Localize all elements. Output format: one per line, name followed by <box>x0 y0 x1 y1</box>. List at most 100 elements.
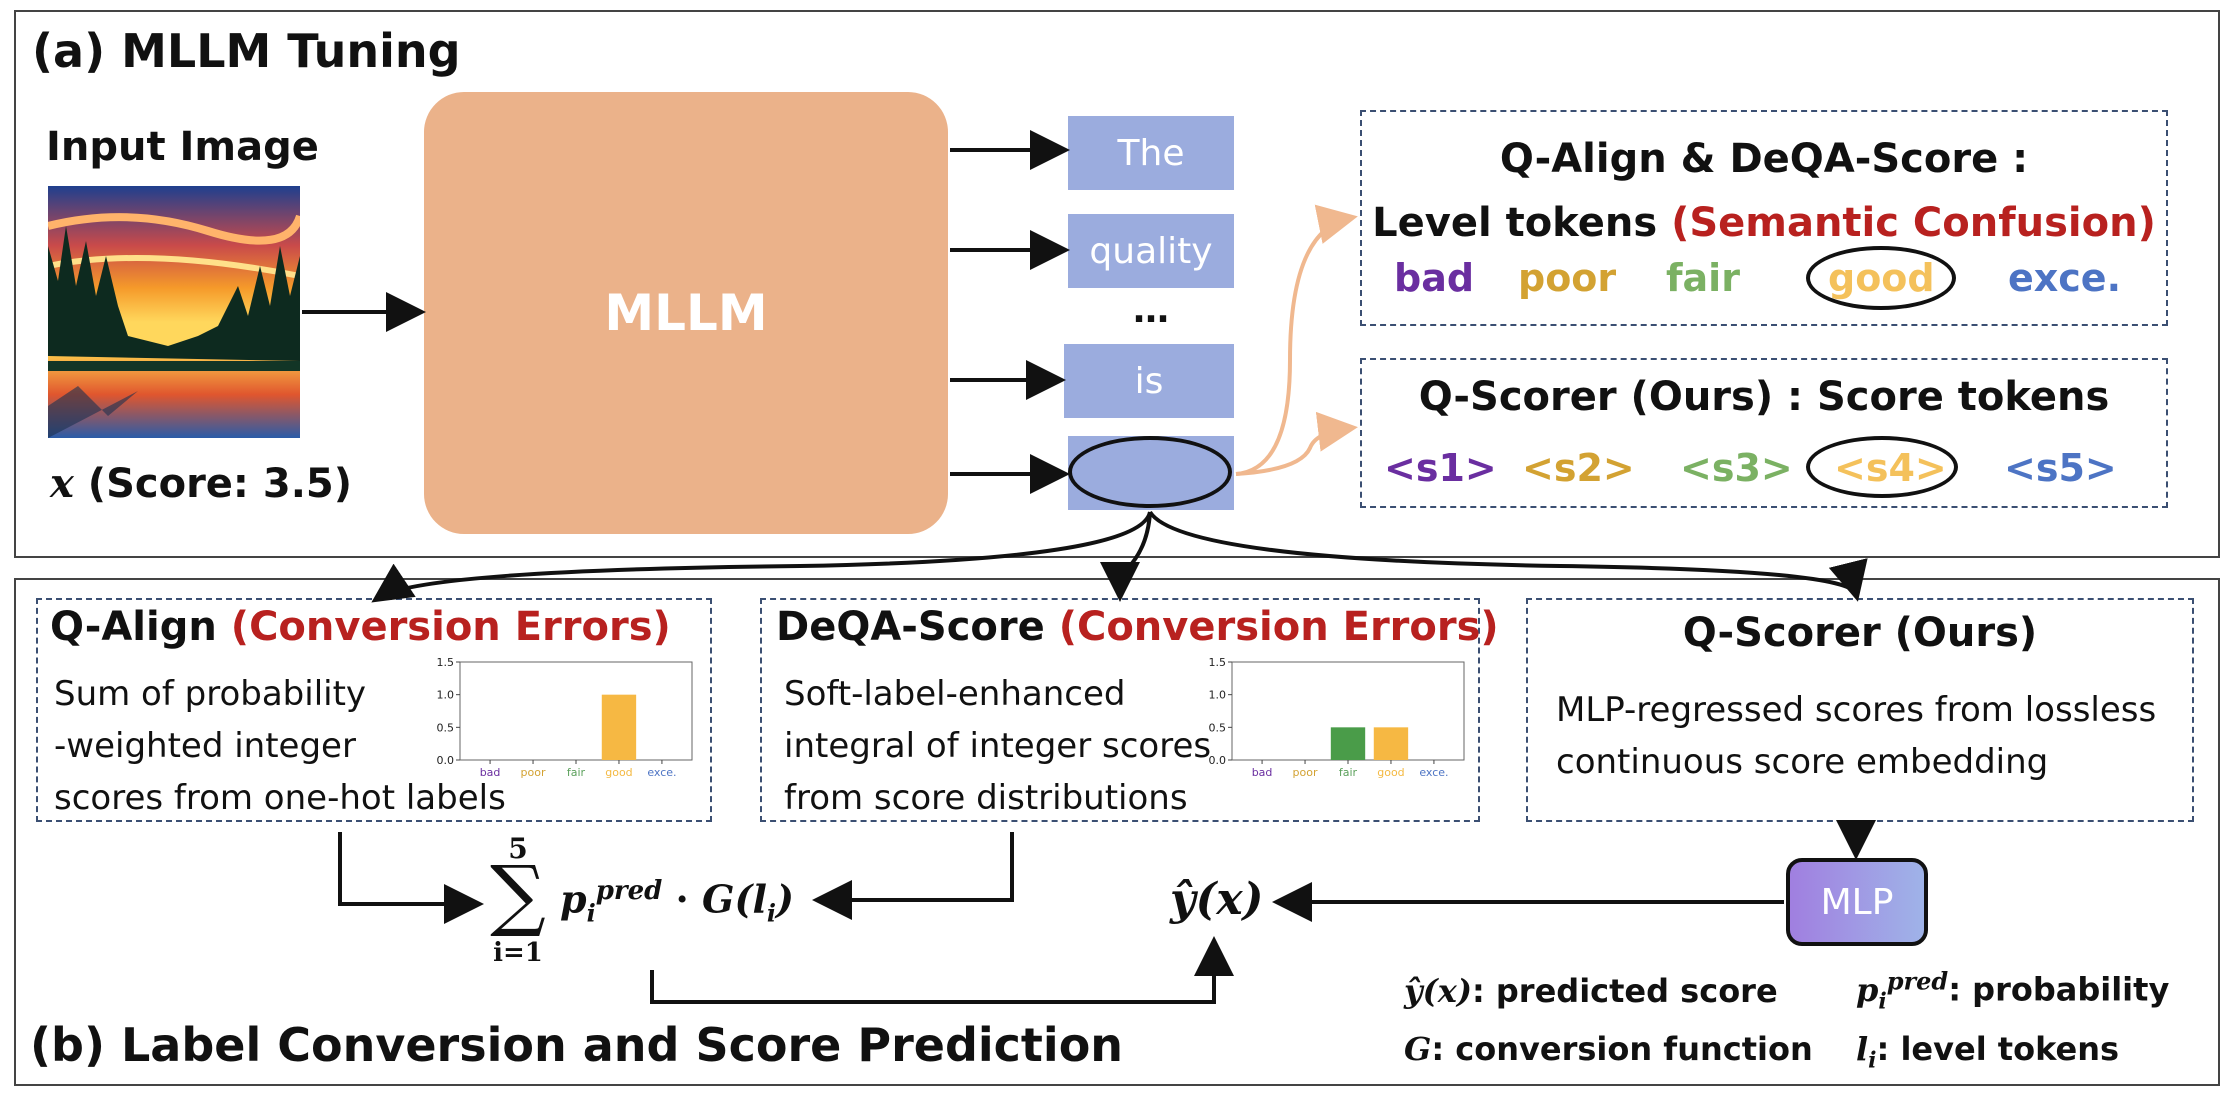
arrow-deqa-to-sum <box>812 832 1014 920</box>
arrow-qalign-to-sum <box>338 832 484 924</box>
y-tick-label: 1.0 <box>1209 689 1227 702</box>
dot-operator: · <box>675 876 689 922</box>
x-tick-label-exce: exce. <box>1419 766 1448 779</box>
y-tick-label: 1.5 <box>437 656 455 669</box>
legend-predicted: ŷ(x): predicted score <box>1404 972 1778 1010</box>
qalign-line-2: -weighted integer <box>54 726 356 766</box>
qscorer-desc: MLP-regressed scores from lossless conti… <box>1556 684 2156 788</box>
mllm-label: MLLM <box>604 284 768 342</box>
score-s4-ellipse <box>1806 436 1958 498</box>
x-tick-label-fair: fair <box>1339 766 1358 779</box>
mllm-block: MLLM <box>424 92 948 534</box>
qscorer-line-1: MLP-regressed scores from lossless <box>1556 690 2157 730</box>
score-tokens-box <box>1360 358 2168 508</box>
deqa-desc: Soft-label-enhanced integral of integer … <box>784 668 1211 824</box>
level-subscript: i <box>766 898 777 928</box>
qalign-name: Q-Align <box>50 604 217 650</box>
arrow-sum-to-pred <box>650 936 1234 1004</box>
conversion-function: G(l <box>702 876 767 922</box>
prob-subscript: i <box>586 898 596 928</box>
legend-level-text: : level tokens <box>1876 1030 2120 1068</box>
arrow-token-to-qalign <box>371 511 1152 603</box>
sum-upper-limit: 5 <box>508 832 528 865</box>
token-the: The <box>1068 116 1234 190</box>
x-tick-label-exce: exce. <box>647 766 676 779</box>
y-tick-label: 1.5 <box>1209 656 1227 669</box>
level-good-ellipse <box>1806 246 1956 310</box>
sum-symbol: ∑ <box>490 850 546 940</box>
input-image <box>48 186 300 438</box>
score-token-s5: <s5> <box>2004 446 2117 490</box>
y-tick-label: 0.5 <box>1209 721 1227 734</box>
y-tick-label: 0.0 <box>1209 754 1227 767</box>
input-score-var: x <box>50 460 74 507</box>
token-ellipsis: … <box>1133 290 1169 331</box>
qalign-desc: Sum of probability -weighted integer sco… <box>54 668 506 824</box>
bar-good <box>1373 727 1409 760</box>
deqa-line-3: from score distributions <box>784 778 1188 818</box>
input-image-label: Input Image <box>46 124 319 170</box>
x-tick-label-poor: poor <box>521 766 546 779</box>
score-box-title: Q-Scorer (Ours) : Score tokens <box>1418 374 2110 420</box>
qalign-line-1: Sum of probability <box>54 674 367 714</box>
level-tokens-box <box>1360 110 2168 326</box>
conversion-close: ) <box>776 876 794 922</box>
x-tick-label-poor: poor <box>1293 766 1318 779</box>
token-is: is <box>1064 344 1234 418</box>
x-tick-label-good: good <box>605 766 632 779</box>
y-tick-label: 0.5 <box>437 721 455 734</box>
level-bad: bad <box>1394 256 1475 300</box>
deqa-line-1: Soft-label-enhanced <box>784 674 1126 714</box>
legend-probability-text: : probability <box>1948 970 2170 1009</box>
arrow-pred-to-level-box <box>1235 204 1358 476</box>
deqa-line-2: integral of integer scores <box>784 726 1212 766</box>
sum-expression: pipred · G(li) <box>560 876 794 927</box>
prob-superscript: pred <box>595 876 663 906</box>
sum-lower-limit: i=1 <box>493 938 543 968</box>
qalign-error: (Conversion Errors) <box>230 604 671 650</box>
input-score: x (Score: 3.5) <box>50 460 352 507</box>
score-token-s3: <s3> <box>1680 446 1793 490</box>
panel-a <box>14 10 2220 558</box>
arrow-token-to-qscorer <box>1148 510 1868 602</box>
legend-conversion-symbol: G <box>1404 1030 1432 1068</box>
legend-level: li: level tokens <box>1856 1030 2119 1073</box>
y-tick-label: 1.0 <box>437 689 455 702</box>
deqa-title: DeQA-Score (Conversion Errors) <box>776 604 1499 650</box>
semantic-confusion-label: (Semantic Confusion) <box>1671 200 2156 246</box>
level-box-line2: Level tokens (Semantic Confusion) <box>1360 200 2168 246</box>
mlp-block: MLP <box>1786 858 1928 946</box>
y-tick-label: 0.0 <box>437 754 455 767</box>
level-box-line1: Q-Align & DeQA-Score : <box>1499 136 2029 182</box>
mlp-label: MLP <box>1820 881 1894 923</box>
legend-predicted-text: : predicted score <box>1471 972 1778 1010</box>
sum-formula: 5 ∑ i=1 pipred · G(li) <box>486 832 806 972</box>
x-tick-label-bad: bad <box>480 766 501 779</box>
legend-predicted-symbol: ŷ(x) <box>1404 972 1472 1010</box>
arrow-pred-to-score-box <box>1235 411 1358 476</box>
prob-symbol: p <box>560 876 587 922</box>
legend-conversion-text: : conversion function <box>1431 1030 1813 1068</box>
qalign-line-3: scores from one-hot labels <box>54 778 506 818</box>
qscorer-title: Q-Scorer (Ours) <box>1682 610 2038 656</box>
arrow-token-to-deqa <box>1100 511 1152 602</box>
bar-good <box>601 694 637 760</box>
legend-conversion: G: conversion function <box>1404 1030 1813 1068</box>
x-tick-label-bad: bad <box>1252 766 1273 779</box>
level-fair: fair <box>1666 256 1740 300</box>
bar-fair <box>1330 727 1366 760</box>
legend-probability: pipred: probability <box>1856 966 2169 1014</box>
panel-b-title: (b) Label Conversion and Score Predictio… <box>30 1018 1124 1072</box>
qalign-title: Q-Align (Conversion Errors) <box>50 604 671 650</box>
legend-prob-symbol: pipred <box>1856 966 1949 1015</box>
panel-a-title: (a) MLLM Tuning <box>32 24 461 78</box>
token-predicted-ellipse <box>1068 436 1232 508</box>
x-tick-label-fair: fair <box>567 766 586 779</box>
level-box-line2-prefix: Level tokens <box>1372 200 1658 246</box>
level-exce: exce. <box>2008 256 2122 300</box>
score-token-s1: <s1> <box>1384 446 1497 490</box>
qalign-chart: 0.0 0.5 1.0 1.5 bad poor fair good exce. <box>437 656 693 779</box>
predicted-score: ŷ(x) <box>1170 874 1264 925</box>
